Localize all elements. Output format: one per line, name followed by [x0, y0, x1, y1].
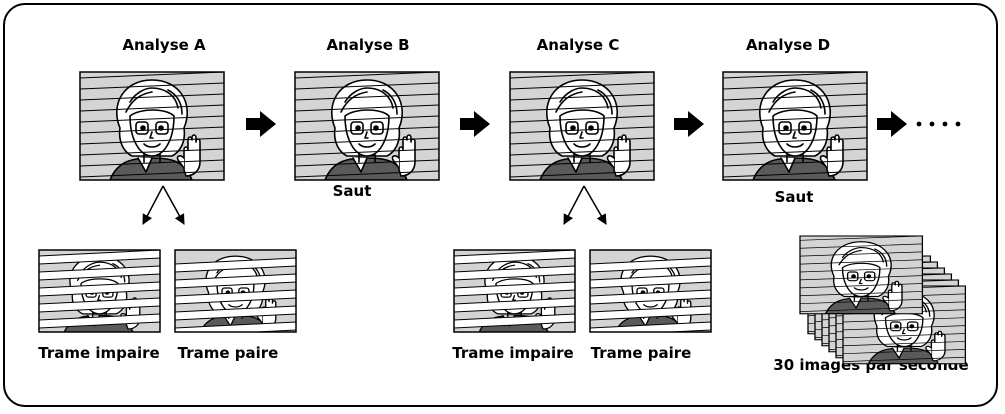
field-even-c [590, 250, 711, 336]
arrow-d-continue [877, 111, 907, 137]
arrow-c-to-d [674, 111, 704, 137]
arrow-b-to-c [460, 111, 490, 137]
field-odd-a [39, 250, 160, 332]
frame-stack [800, 236, 965, 364]
label-trame-impaire-1: Trame impaire [38, 344, 160, 362]
label-saut-b: Saut [332, 182, 372, 200]
label-analyse-b: Analyse B [326, 36, 410, 54]
label-trame-paire-1: Trame paire [177, 344, 279, 362]
label-saut-d: Saut [774, 188, 814, 206]
frame-analyse-a [80, 72, 224, 180]
split-arrows-c [563, 185, 607, 225]
label-analyse-a: Analyse A [122, 36, 206, 54]
continuation-dots [916, 121, 961, 127]
label-analyse-c: Analyse C [536, 36, 620, 54]
frame-analyse-d [723, 72, 867, 180]
diagram-border [3, 3, 998, 407]
frame-analyse-b [295, 72, 439, 180]
label-analyse-d: Analyse D [745, 36, 831, 54]
label-trame-paire-2: Trame paire [590, 344, 692, 362]
split-arrows-a [142, 185, 185, 225]
field-odd-c [454, 250, 575, 332]
arrow-a-to-b [246, 111, 276, 137]
label-trame-impaire-2: Trame impaire [452, 344, 574, 362]
field-even-a [175, 250, 296, 336]
frame-analyse-c [510, 72, 654, 180]
